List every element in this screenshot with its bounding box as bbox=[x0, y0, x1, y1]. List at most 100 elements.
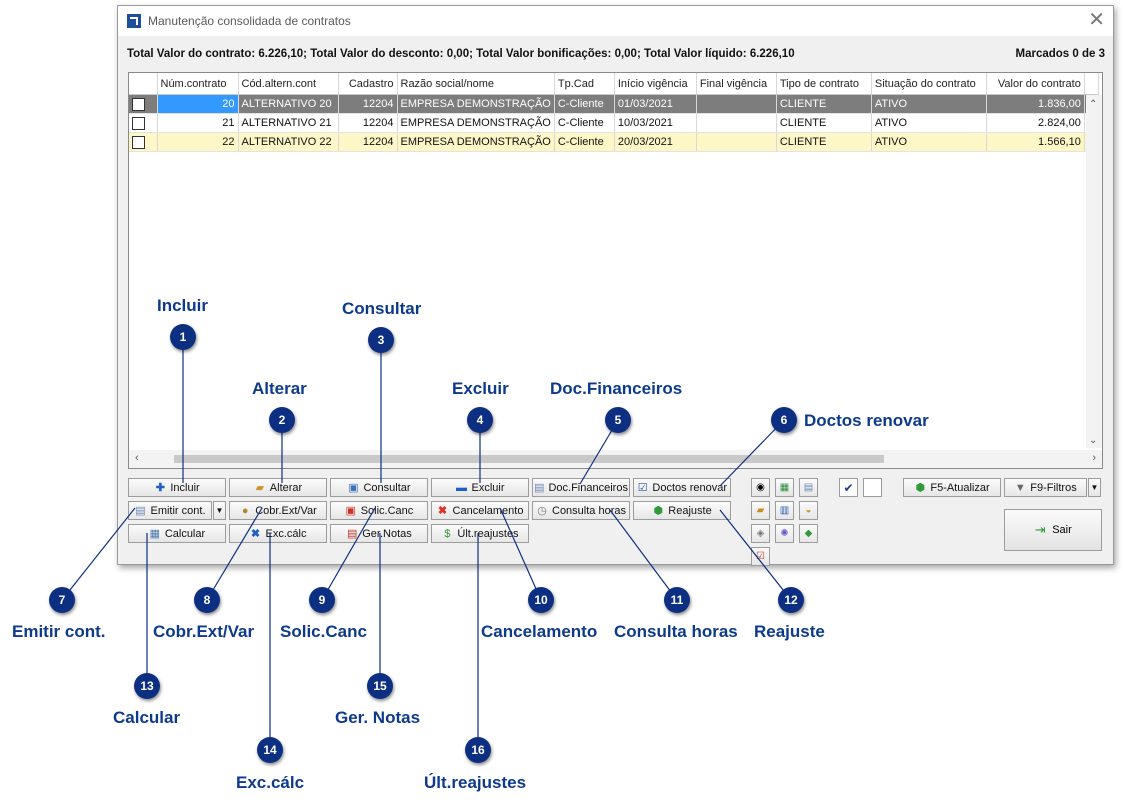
badge-2: 2 bbox=[269, 407, 295, 433]
scroll-thumb[interactable] bbox=[174, 455, 884, 463]
report-icon[interactable]: ▤ bbox=[799, 478, 818, 497]
anno-emitir: Emitir cont. bbox=[12, 622, 106, 641]
chevron-down-icon[interactable]: ⌄ bbox=[1089, 435, 1098, 446]
app-icon bbox=[127, 14, 141, 28]
anno-cobr: Cobr.Ext/Var bbox=[153, 622, 255, 641]
col-num-contrato[interactable]: Núm.contrato bbox=[157, 73, 239, 95]
line-9 bbox=[321, 507, 376, 601]
cobr-ext-var-button[interactable]: ● Cobr.Ext/Var bbox=[229, 501, 327, 520]
folder-icon[interactable]: ▰ bbox=[751, 501, 770, 520]
excel-icon[interactable]: ▦ bbox=[775, 478, 794, 497]
checklist-doc-icon[interactable]: ☑ bbox=[751, 547, 770, 566]
ult-reajustes-button[interactable]: $ Últ.reajustes bbox=[431, 524, 529, 543]
cancelamento-button[interactable]: ✖ Cancelamento bbox=[431, 501, 529, 520]
checklist-icon: ☑ bbox=[637, 481, 648, 494]
badge-5: 5 bbox=[605, 407, 631, 433]
anno-calcular: Calcular bbox=[113, 708, 181, 727]
anno-solic: Solic.Canc bbox=[280, 622, 367, 641]
chevron-left-icon[interactable]: ‹ bbox=[135, 452, 139, 464]
col-final-vigencia[interactable]: Final vigência bbox=[696, 73, 777, 95]
anno-reajuste: Reajuste bbox=[754, 622, 825, 641]
reajuste-button[interactable]: ⬢ Reajuste bbox=[633, 501, 731, 520]
solic-canc-button[interactable]: ▣ Solic.Canc bbox=[330, 501, 428, 520]
doc-financeiros-button[interactable]: ▤ Doc.Financeiros bbox=[532, 478, 630, 497]
f5-atualizar-button[interactable]: ⬢ F5-Atualizar bbox=[903, 478, 1001, 497]
calcular-button[interactable]: ▦ Calcular bbox=[128, 524, 226, 543]
cell-cad: 12204 bbox=[338, 132, 398, 152]
horizontal-scrollbar[interactable]: ‹ › bbox=[129, 450, 1102, 468]
contracts-grid[interactable]: Núm.contrato Cód.altern.cont Cadastro Ra… bbox=[128, 72, 1103, 469]
check-all-checkbox[interactable]: ✔ bbox=[839, 478, 858, 497]
uncheck-all-checkbox[interactable] bbox=[863, 478, 882, 497]
minus-icon: ▬ bbox=[455, 481, 467, 494]
table-row[interactable]: 21 ALTERNATIVO 21 12204 EMPRESA DEMONSTR… bbox=[129, 113, 1099, 133]
table-row[interactable]: 20 ALTERNATIVO 20 12204 EMPRESA DEMONSTR… bbox=[129, 94, 1099, 114]
consultar-button[interactable]: ▣ Consultar bbox=[330, 478, 428, 497]
anno-doc-financeiros: Doc.Financeiros bbox=[550, 379, 683, 398]
badge-4: 4 bbox=[467, 407, 493, 433]
anno-consulta-horas: Consulta horas bbox=[614, 622, 738, 641]
money-icon[interactable]: ◆ bbox=[799, 524, 818, 543]
consulta-horas-button[interactable]: ◷ Consulta horas bbox=[532, 501, 630, 520]
badge-12: 12 bbox=[778, 587, 804, 613]
col-tipo-contrato[interactable]: Tipo de contrato bbox=[776, 73, 872, 95]
row-checkbox[interactable] bbox=[129, 113, 158, 133]
emitir-dropdown-button[interactable]: ▼ bbox=[213, 501, 226, 520]
exc-calc-button[interactable]: ✖ Exc.cálc bbox=[229, 524, 327, 543]
cell-situacao: ATIVO bbox=[871, 94, 987, 114]
col-inicio-vigencia[interactable]: Início vigência bbox=[614, 73, 697, 95]
view-icon[interactable]: ◉ bbox=[751, 478, 770, 497]
anno-excluir: Excluir bbox=[452, 379, 509, 398]
col-check[interactable] bbox=[129, 73, 158, 95]
f9-filtros-button[interactable]: ▼ F9-Filtros bbox=[1004, 478, 1087, 497]
cell-situacao: ATIVO bbox=[871, 132, 987, 152]
badge-8: 8 bbox=[194, 587, 220, 613]
emitir-button[interactable]: ▤ Emitir cont. bbox=[128, 501, 212, 520]
sair-button[interactable]: ⇥ Sair bbox=[1004, 509, 1102, 551]
col-situacao[interactable]: Situação do contrato bbox=[871, 73, 987, 95]
print-icon[interactable]: ◈ bbox=[751, 524, 770, 543]
cell-inicio: 10/03/2021 bbox=[614, 113, 697, 133]
title-bar: Manutenção consolidada de contratos ✕ bbox=[118, 6, 1113, 36]
gear-icon[interactable]: ✺ bbox=[775, 524, 794, 543]
info-icon[interactable]: ▥ bbox=[775, 501, 794, 520]
cell-final bbox=[696, 132, 777, 152]
anno-doctos-renovar: Doctos renovar bbox=[804, 411, 929, 430]
incluir-button[interactable]: ✚ Incluir bbox=[128, 478, 226, 497]
row-checkbox[interactable] bbox=[129, 132, 158, 152]
cell-tipo: CLIENTE bbox=[776, 94, 872, 114]
chevron-down-icon: ▼ bbox=[1090, 483, 1099, 492]
col-cod-altern[interactable]: Cód.altern.cont bbox=[238, 73, 339, 95]
badge-11: 11 bbox=[664, 587, 690, 613]
chevron-right-icon[interactable]: › bbox=[1092, 452, 1096, 464]
anno-exc-calc: Exc.cálc bbox=[236, 773, 305, 792]
palette-icon[interactable]: ◒ bbox=[799, 501, 818, 520]
col-razao-social[interactable]: Razão social/nome bbox=[397, 73, 555, 95]
vertical-scrollbar[interactable]: ⌃ ⌄ bbox=[1086, 95, 1102, 448]
refresh-icon: ⬢ bbox=[915, 481, 926, 494]
page-icon: ▤ bbox=[135, 504, 146, 517]
badge-16: 16 bbox=[465, 737, 491, 763]
anno-ult-reajustes: Últ.reajustes bbox=[424, 773, 527, 792]
filter-icon: ▼ bbox=[1014, 481, 1026, 494]
f9-dropdown-button[interactable]: ▼ bbox=[1088, 478, 1101, 497]
chevron-down-icon: ▼ bbox=[215, 506, 224, 515]
row-checkbox[interactable] bbox=[129, 94, 158, 114]
cell-valor: 1.566,10 bbox=[986, 132, 1085, 152]
plus-icon: ✚ bbox=[155, 481, 165, 494]
grid-header: Núm.contrato Cód.altern.cont Cadastro Ra… bbox=[129, 73, 1099, 95]
exit-door-icon: ⇥ bbox=[1034, 522, 1046, 537]
doctos-renovar-button[interactable]: ☑ Doctos renovar bbox=[633, 478, 731, 497]
cell-situacao: ATIVO bbox=[871, 113, 987, 133]
cell-tp: C-Cliente bbox=[554, 94, 615, 114]
table-row[interactable]: 22 ALTERNATIVO 22 12204 EMPRESA DEMONSTR… bbox=[129, 132, 1099, 152]
ger-notas-button[interactable]: ▤ Ger.Notas bbox=[330, 524, 428, 543]
col-tp-cad[interactable]: Tp.Cad bbox=[554, 73, 615, 95]
col-cadastro[interactable]: Cadastro bbox=[338, 73, 398, 95]
chevron-up-icon[interactable]: ⌃ bbox=[1089, 99, 1098, 110]
col-valor[interactable]: Valor do contrato bbox=[986, 73, 1085, 95]
cancel-document-icon: ▣ bbox=[345, 504, 356, 517]
badge-3: 3 bbox=[368, 327, 394, 353]
close-icon[interactable]: ✕ bbox=[1088, 9, 1105, 31]
alterar-button[interactable]: ▰ Alterar bbox=[229, 478, 327, 497]
